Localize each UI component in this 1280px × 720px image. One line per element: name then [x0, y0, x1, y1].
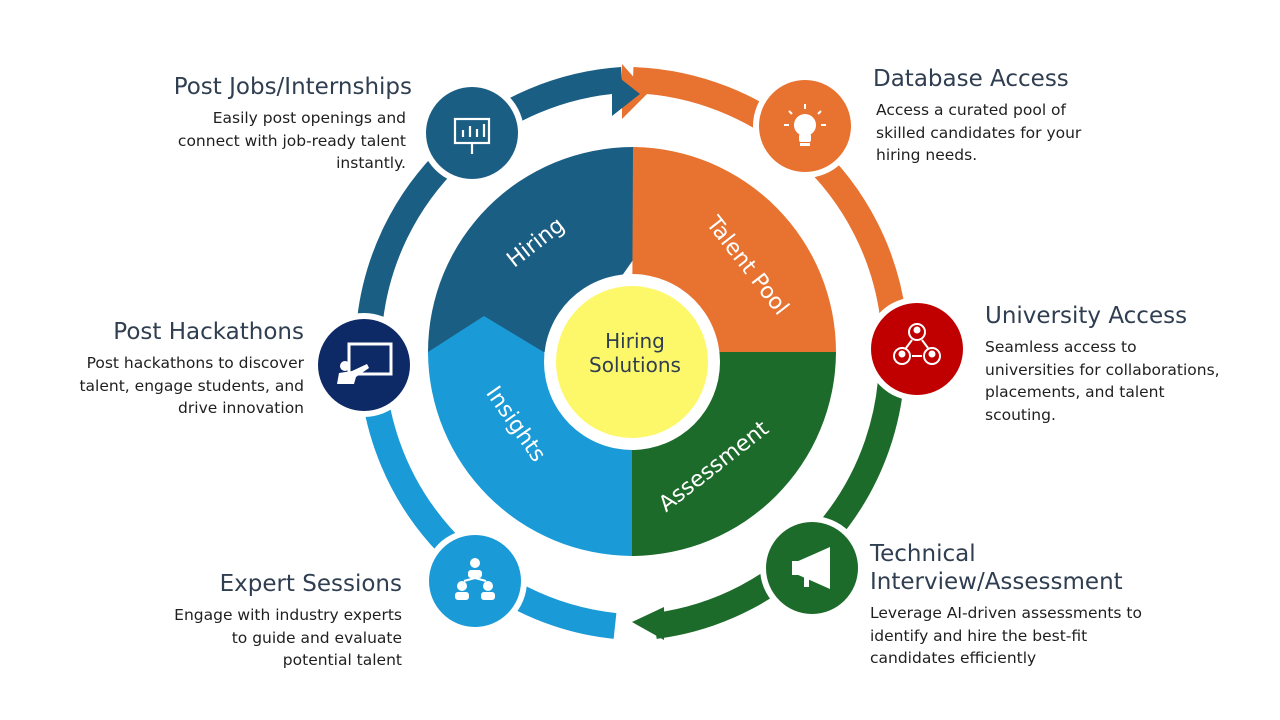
- hackathons-title: Post Hackathons: [113, 319, 304, 345]
- university-desc-line3: placements, and talent: [985, 383, 1165, 401]
- network-people-icon: [893, 323, 941, 365]
- lightbulb-icon: [784, 104, 826, 146]
- database-node: [753, 74, 857, 178]
- jobs-desc-line1: Easily post openings and: [212, 109, 406, 127]
- jobs-node: [420, 81, 524, 185]
- database-desc-line2: skilled candidates for your: [876, 123, 1082, 142]
- database-description: Access a curated pool of skilled candida…: [873, 99, 1133, 167]
- center-title-line2: Solutions: [589, 353, 681, 377]
- technical-title: Technical Interview/Assessment: [870, 540, 1170, 596]
- technical-desc-line2: identify and hire the best-fit: [870, 626, 1088, 645]
- university-desc-line1: Seamless access to: [985, 338, 1137, 356]
- university-node: [865, 297, 969, 401]
- expert-desc-line3: potential talent: [282, 651, 402, 669]
- hackathons-description: Post hackathons to discover talent, enga…: [42, 352, 304, 420]
- hackathons-block: Post Hackathons Post hackathons to disco…: [42, 318, 304, 420]
- jobs-block: Post Jobs/Internships Easily post openin…: [110, 73, 412, 175]
- university-block: University Access Seamless access to uni…: [985, 302, 1265, 426]
- jobs-desc-line2: connect with job-ready talent: [177, 131, 406, 150]
- database-title: Database Access: [873, 66, 1069, 92]
- jobs-title: Post Jobs/Internships: [173, 74, 412, 100]
- jobs-description: Easily post openings and connect with jo…: [110, 107, 412, 175]
- technical-title-line1: Technical: [870, 541, 976, 567]
- expert-description: Engage with industry experts to guide an…: [150, 604, 402, 672]
- hackathon-node: [312, 313, 416, 417]
- technical-block: Technical Interview/Assessment Leverage …: [870, 540, 1170, 670]
- jobs-desc-line3: instantly.: [336, 154, 406, 172]
- university-description: Seamless access to universities for coll…: [985, 336, 1265, 426]
- hackathons-desc-line2: talent, engage students, and: [79, 376, 304, 395]
- center-circle: [556, 286, 708, 438]
- database-desc-line1: Access a curated pool of: [876, 101, 1066, 119]
- database-desc-line3: hiring needs.: [876, 146, 978, 164]
- hackathons-desc-line3: drive innovation: [178, 399, 304, 417]
- technical-desc-line1: Leverage AI-driven assessments to: [870, 604, 1142, 622]
- expert-desc-line1: Engage with industry experts: [174, 606, 402, 624]
- megaphone-icon: [792, 547, 830, 589]
- technical-title-line2: Interview/Assessment: [870, 569, 1123, 595]
- expert-title: Expert Sessions: [219, 571, 402, 597]
- ring-arc-green-arrowhead: [632, 607, 664, 640]
- center-title-line1: Hiring: [605, 329, 665, 353]
- team-hierarchy-icon: [455, 558, 495, 600]
- hackathons-desc-line1: Post hackathons to discover: [86, 354, 304, 372]
- database-block: Database Access Access a curated pool of…: [873, 65, 1133, 167]
- technical-node: [760, 516, 864, 620]
- teacher-board-icon: [337, 342, 393, 384]
- expert-desc-line2: to guide and evaluate: [231, 628, 402, 647]
- expert-node: [423, 529, 527, 633]
- university-title: University Access: [985, 303, 1188, 329]
- university-desc-line4: scouting.: [985, 405, 1056, 424]
- technical-desc-line3: candidates efficiently: [870, 649, 1037, 667]
- technical-description: Leverage AI-driven assessments to identi…: [870, 602, 1170, 670]
- inner-wheel: [422, 142, 842, 562]
- university-desc-line2: universities for collaborations,: [985, 360, 1220, 379]
- ring-arc-darkblue-arrowhead: [612, 72, 640, 116]
- expert-block: Expert Sessions Engage with industry exp…: [150, 570, 402, 672]
- presentation-chart-icon: [453, 117, 491, 154]
- segment-hiring: [428, 147, 668, 352]
